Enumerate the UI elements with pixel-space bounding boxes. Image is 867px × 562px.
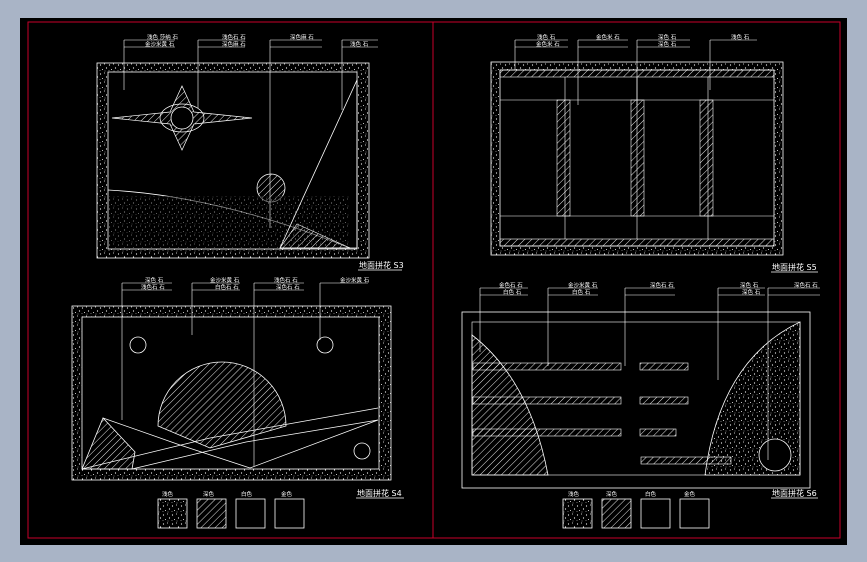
legend-left-swatch-plain-1 <box>235 498 266 529</box>
s3-star-center <box>170 106 194 130</box>
s4-mountain-left <box>81 417 136 470</box>
s6-label-6: 深色 石 <box>740 281 759 289</box>
panel-s4: 深色 石 浅色石 石 金沙米黄 石 白色石 石 浅色石 石 深色石 石 金沙米黄… <box>71 276 404 499</box>
legend-right-label-3: 白色 <box>645 490 657 498</box>
panel-s6: 金色石 石 白色 石 金沙米黄 石 白色 石 深色石 石 深色 石 深色 石 深… <box>461 281 820 499</box>
s3-leaders <box>123 39 378 228</box>
s5-label-3: 金色米 石 <box>596 33 620 41</box>
s4-label-7: 金沙米黄 石 <box>340 276 370 284</box>
legend-left-swatch-speckled <box>157 498 188 529</box>
s6-title: 地面拼花 S6 <box>772 488 817 498</box>
s4-label-1: 深色 石 <box>145 276 164 284</box>
s3-wedge-hatch <box>279 223 351 249</box>
s5-title: 地面拼花 S5 <box>772 262 817 272</box>
s5-label-5: 深色 石 <box>658 40 677 48</box>
s6-label-1: 金色石 石 <box>499 281 523 289</box>
legend-left-swatch-hatched <box>196 498 227 529</box>
legend-right-label-1: 浅色 <box>568 490 580 498</box>
legend-right: 浅色 深色 白色 金色 <box>562 490 710 529</box>
s4-circle-left <box>129 336 147 354</box>
legend-right-swatch-hatched <box>601 498 632 529</box>
s6-circle <box>758 438 792 472</box>
s3-star-ring <box>159 103 205 133</box>
s6-leaders <box>479 287 820 460</box>
s5-leaders <box>514 39 757 105</box>
s5-label-1: 浅色 石 <box>537 33 556 41</box>
s6-label-3: 金沙米黄 石 <box>568 281 598 289</box>
s6-speckled-arc <box>704 321 801 476</box>
s3-label-6: 浅色 石 <box>350 40 369 48</box>
legend-right-label-4: 金色 <box>684 490 696 498</box>
s5-label-4: 深色 石 <box>658 33 677 41</box>
legend-left-label-4: 金色 <box>281 490 293 498</box>
s3-label-4: 深色麻 石 <box>222 40 246 48</box>
panel-s5: 浅色 石 金色米 石 金色米 石 深色 石 深色 石 浅色 石 地面拼花 S5 <box>490 33 818 273</box>
s4-label-6: 深色石 石 <box>276 283 300 291</box>
s4-label-5: 浅色石 石 <box>274 276 298 284</box>
s4-title: 地面拼花 S4 <box>357 488 402 498</box>
legend-left-label-1: 浅色 <box>162 490 174 498</box>
s4-circle-corner <box>353 442 371 460</box>
s4-label-2: 浅色石 石 <box>141 283 165 291</box>
s4-label-4: 白色石 石 <box>215 283 239 291</box>
legend-left-label-3: 白色 <box>241 490 253 498</box>
s6-label-5: 深色石 石 <box>650 281 674 289</box>
panel-s3: 浅色 莎纳 石 金沙米黄 石 浅色石 石 深色麻 石 深色麻 石 浅色 石 地面… <box>96 33 404 271</box>
s4-circle-right <box>316 336 334 354</box>
s5-label-2: 金色米 石 <box>536 40 560 48</box>
s5-label-6: 浅色 石 <box>731 33 750 41</box>
s3-label-1: 浅色 莎纳 石 <box>147 33 178 41</box>
s6-label-7: 深色 石 <box>742 288 761 296</box>
s6-label-2: 白色 石 <box>503 288 522 296</box>
legend-right-swatch-plain-1 <box>640 498 671 529</box>
legend-right-swatch-speckled <box>562 498 593 529</box>
s4-leaders <box>121 282 368 466</box>
s3-label-3: 浅色石 石 <box>222 33 246 41</box>
s6-bars <box>472 362 732 465</box>
s3-title: 地面拼花 S3 <box>359 260 404 270</box>
s3-label-5: 深色麻 石 <box>290 33 314 41</box>
s4-ridge-3 <box>131 419 379 470</box>
legend-right-label-2: 深色 <box>606 490 618 498</box>
s6-label-4: 白色 石 <box>572 288 591 296</box>
s3-label-2: 金沙米黄 石 <box>145 40 175 48</box>
legend-left-label-2: 深色 <box>203 490 215 498</box>
legend-right-swatch-plain-2 <box>679 498 710 529</box>
s5-columns <box>500 77 774 239</box>
s5-bottom-strip <box>499 238 775 247</box>
legend-left-swatch-plain-2 <box>274 498 305 529</box>
s6-label-8: 深色石 石 <box>794 281 818 289</box>
s4-label-3: 金沙米黄 石 <box>210 276 240 284</box>
s4-ridge-2 <box>81 407 379 470</box>
legend-left: 浅色 深色 白色 金色 <box>157 490 305 529</box>
sheet-border <box>27 21 841 539</box>
